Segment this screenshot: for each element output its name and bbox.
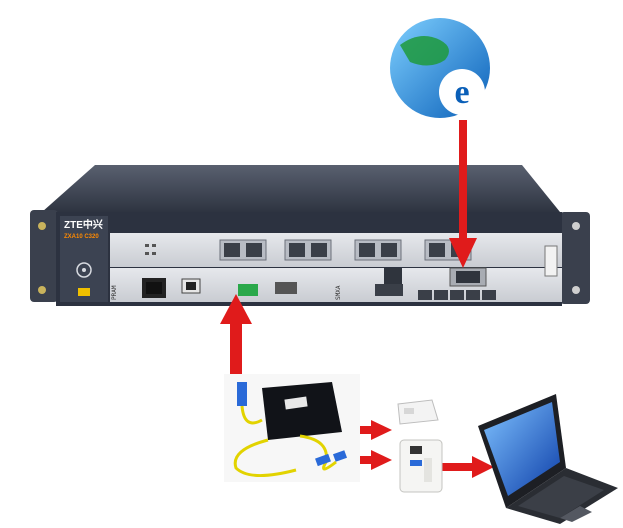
laptop-icon	[478, 394, 618, 524]
internet-explorer-globe-icon: e	[390, 18, 490, 118]
switch-card-label: SMXA	[335, 285, 342, 300]
arrow-splitter-to-olt	[220, 294, 252, 384]
internet-letter: e	[454, 74, 469, 111]
olt-model: ZXA10 C320	[64, 234, 99, 240]
left-rack-ear	[30, 210, 58, 302]
ethernet-ports	[418, 290, 496, 300]
input-connector	[237, 382, 247, 406]
fan-icon	[76, 262, 92, 278]
olt-chassis: ZTE中兴 ZXA10 C320 PRAM	[30, 165, 590, 306]
olt-brand: ZTE中兴	[64, 218, 103, 231]
output-connector-2	[332, 450, 348, 462]
arrow-onu-to-laptop	[442, 456, 494, 478]
output-connector-1	[315, 453, 331, 467]
console-connector	[275, 282, 297, 294]
upper-card-row	[110, 233, 562, 267]
fiber-1	[233, 438, 297, 478]
power-card-label: PRAM	[111, 285, 118, 300]
optical-splitter	[224, 374, 360, 482]
onu-2	[399, 439, 443, 493]
alarm-terminal	[238, 284, 258, 296]
status-leds	[145, 244, 156, 255]
right-rack-ear	[560, 212, 590, 304]
warning-label	[78, 288, 90, 296]
laptop-screen	[484, 402, 560, 496]
onu-1	[397, 399, 439, 425]
splitter-box	[262, 382, 342, 440]
uplink-module	[375, 284, 403, 296]
arrow-internet-to-olt	[449, 120, 477, 268]
serial-label	[544, 245, 558, 277]
